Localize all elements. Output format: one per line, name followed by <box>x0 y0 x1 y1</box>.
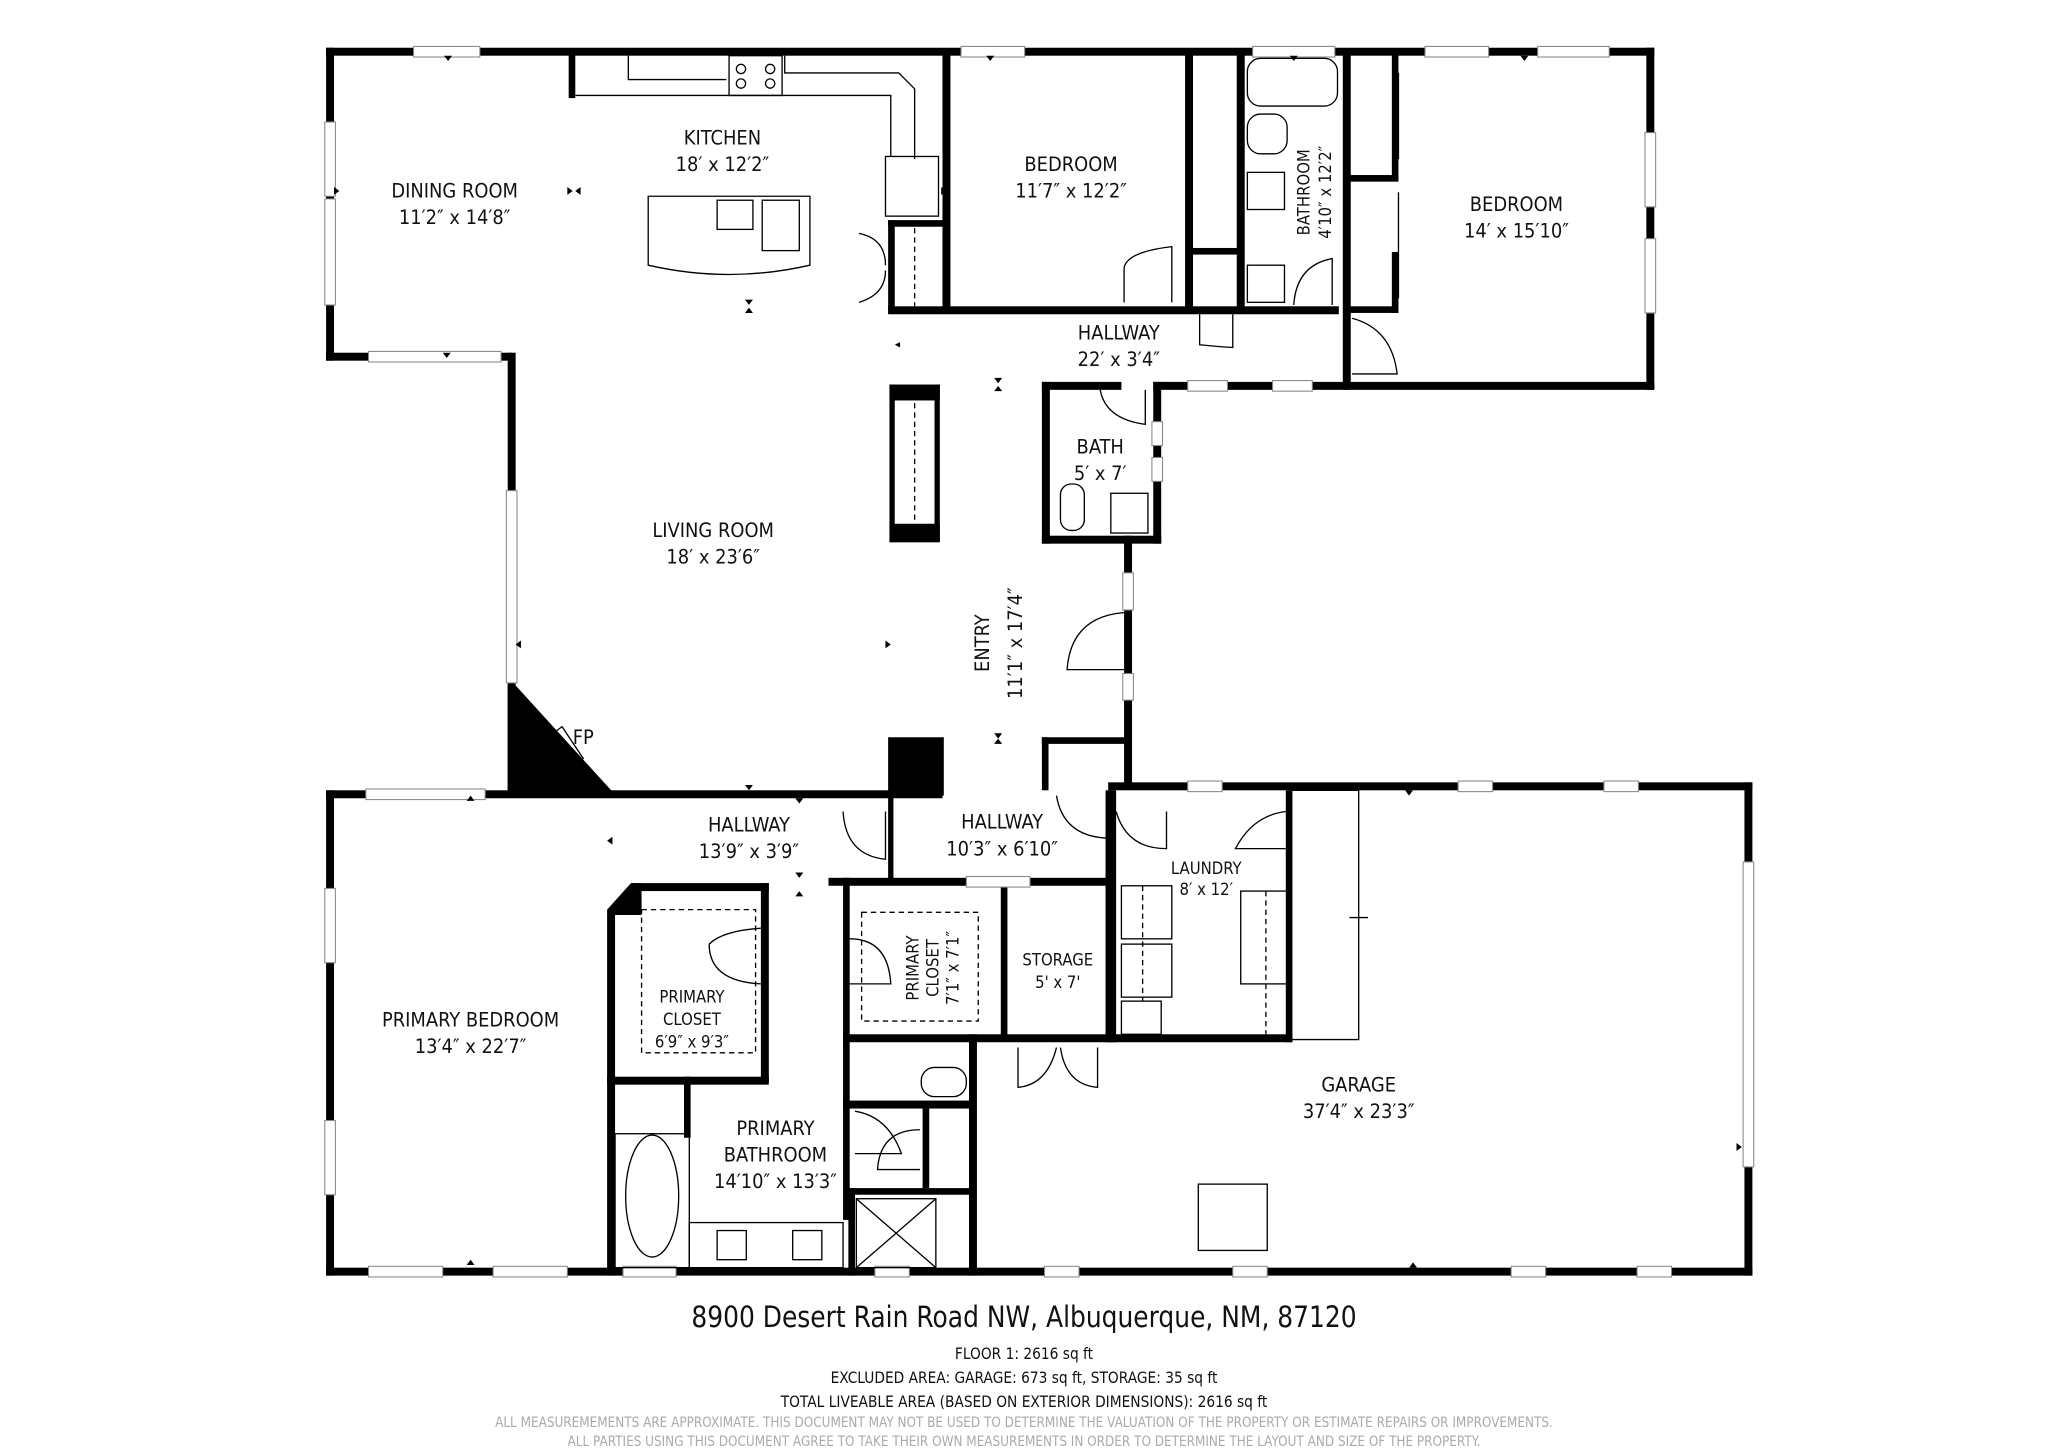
entry-label: ENTRY <box>971 614 994 672</box>
bedroom-1-label: BEDROOM <box>1024 153 1117 176</box>
storage-label: STORAGE <box>1022 950 1093 969</box>
total-liveable-area: TOTAL LIVEABLE AREA (BASED ON EXTERIOR D… <box>780 1392 1268 1411</box>
entry-dims: 11′1″ x 17′4″ <box>1004 587 1027 699</box>
primary-closet-1-dims: 6′9″ x 9′3″ <box>655 1033 730 1052</box>
kitchen-dims: 18′ x 12′2″ <box>676 153 770 176</box>
garage-label: GARAGE <box>1321 1073 1396 1096</box>
hallway-north-label: HALLWAY <box>1078 321 1160 344</box>
primary-closet-1-label-2: CLOSET <box>663 1010 722 1029</box>
primary-bathroom-label-1: PRIMARY <box>736 1117 814 1140</box>
disclaimer-line-2: ALL PARTIES USING THIS DOCUMENT AGREE TO… <box>567 1434 1481 1450</box>
measurement-markers <box>334 55 1742 1268</box>
kitchen-island <box>647 195 811 276</box>
fixtures <box>539 55 1400 1269</box>
laundry-label: LAUNDRY <box>1171 859 1243 878</box>
hallway-west-label: HALLWAY <box>708 813 790 836</box>
bathroom-dims: 4′10″ x 12′2″ <box>1316 145 1335 238</box>
primary-bedroom-dims: 13′4″ x 22′7″ <box>415 1035 527 1058</box>
excluded-area: EXCLUDED AREA: GARAGE: 673 sq ft, STORAG… <box>830 1368 1218 1387</box>
primary-closet-2-label-2: CLOSET <box>924 938 943 997</box>
bathtub-icon <box>1246 57 1339 107</box>
dining-room-label: DINING ROOM <box>391 180 518 203</box>
floor-area: FLOOR 1: 2616 sq ft <box>954 1344 1094 1363</box>
bathroom-label: BATHROOM <box>1295 149 1314 235</box>
primary-closet-1-label-1: PRIMARY <box>659 987 725 1006</box>
primary-bedroom-label: PRIMARY BEDROOM <box>382 1008 559 1031</box>
living-room-dims: 18′ x 23′6″ <box>666 546 760 569</box>
disclaimer-line-1: ALL MEASUREMEMENTS ARE APPROXIMATE. THIS… <box>495 1415 1553 1431</box>
property-address: 8900 Desert Rain Road NW, Albuquerque, N… <box>691 1300 1357 1334</box>
room-labels: KITCHEN 18′ x 12′2″ DINING ROOM 11′2″ x … <box>382 127 1569 1194</box>
hallway-center-label: HALLWAY <box>961 811 1043 834</box>
bath-label: BATH <box>1077 435 1124 458</box>
hallway-west-dims: 13′9″ x 3′9″ <box>699 840 800 863</box>
fireplace-label: FP <box>573 726 594 749</box>
primary-bathroom-label-2: BATHROOM <box>724 1144 827 1167</box>
primary-bathroom-dims: 14′10″ x 13′3″ <box>714 1170 837 1193</box>
garage-dims: 37′4″ x 23′3″ <box>1303 1100 1415 1123</box>
kitchen-label: KITCHEN <box>684 127 761 150</box>
laundry-dims: 8′ x 12′ <box>1180 880 1234 899</box>
primary-closet-2-label-1: PRIMARY <box>904 934 923 1000</box>
bedroom-2-label: BEDROOM <box>1470 193 1563 216</box>
dining-room-dims: 11′2″ x 14′8″ <box>399 206 511 229</box>
stove-icon <box>728 55 783 97</box>
bedroom-1-dims: 11′7″ x 12′2″ <box>1015 180 1127 203</box>
hallway-north-dims: 22′ x 3′4″ <box>1078 348 1161 371</box>
hallway-center-dims: 10′3″ x 6′10″ <box>946 837 1058 860</box>
bedroom-2-dims: 14′ x 15′10″ <box>1464 219 1569 242</box>
windows <box>324 45 1755 1278</box>
living-room-label: LIVING ROOM <box>652 519 774 542</box>
storage-dims: 5' x 7' <box>1035 973 1080 992</box>
bathtub-oval-icon <box>625 1134 680 1258</box>
bath-dims: 5′ x 7′ <box>1074 462 1127 485</box>
primary-closet-2-dims: 7′1″ x 7′1″ <box>943 931 962 1006</box>
toilet-icon <box>1246 113 1288 155</box>
